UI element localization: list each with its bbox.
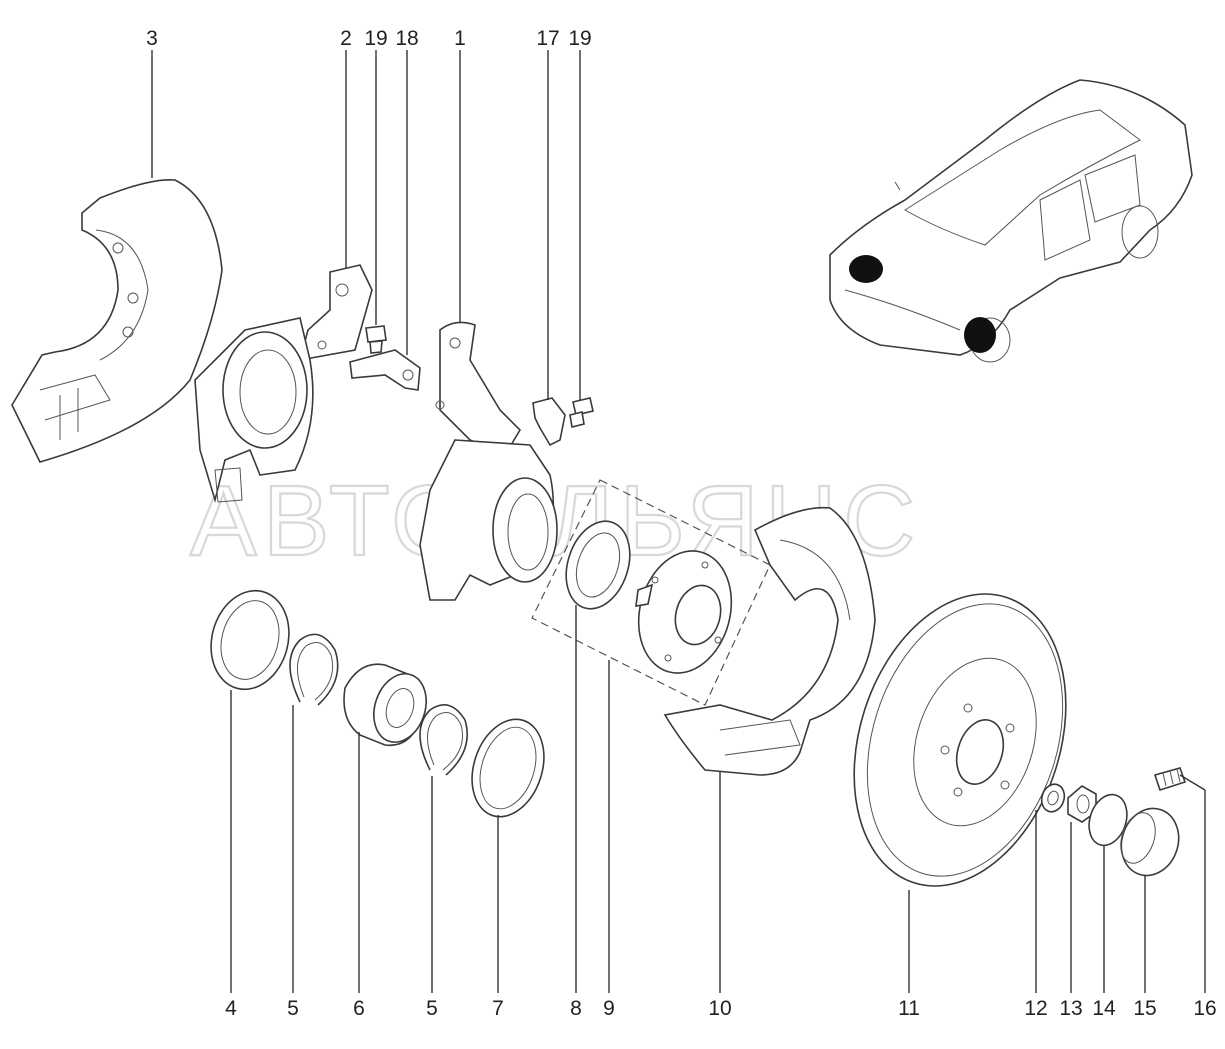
callout-17: 17 <box>536 27 559 50</box>
callout-15: 15 <box>1133 997 1156 1020</box>
callout-11: 11 <box>898 997 920 1020</box>
callout-12: 12 <box>1024 997 1047 1020</box>
callout-19-right: 19 <box>568 27 591 50</box>
front-left-marker <box>849 255 883 283</box>
part-17-bracket <box>532 397 566 447</box>
callout-16: 16 <box>1193 997 1216 1020</box>
callouts-bottom: 4 5 6 5 7 8 9 10 11 12 13 14 15 16 <box>225 997 1217 1020</box>
part-8-seal <box>565 520 631 610</box>
callout-6: 6 <box>353 997 365 1020</box>
callout-14: 14 <box>1092 997 1116 1020</box>
callout-2: 2 <box>340 27 352 50</box>
part-11-brake-disc <box>853 593 1067 887</box>
vehicle-location-inset <box>829 79 1193 363</box>
part-19-bolt-right <box>569 397 594 428</box>
callout-10: 10 <box>708 997 731 1020</box>
callout-9: 9 <box>603 997 615 1020</box>
part-18-bracket <box>349 349 421 391</box>
callouts-top: 3 2 19 18 1 17 19 <box>146 27 592 50</box>
callout-19-left: 19 <box>364 27 387 50</box>
callout-7: 7 <box>492 997 504 1020</box>
callout-8: 8 <box>570 997 582 1020</box>
part-6-wheel-bearing <box>343 663 427 747</box>
part-9-hub-assembly <box>531 479 771 706</box>
part-7-ring <box>471 718 545 818</box>
part-5-circlip-right <box>419 704 468 776</box>
part-4-seal-ring <box>210 589 290 691</box>
part-19-bolt-left <box>365 325 387 354</box>
front-right-marker <box>964 317 996 353</box>
part-12-washer <box>1040 783 1066 813</box>
callout-4: 4 <box>225 997 237 1020</box>
callout-5-left: 5 <box>287 997 299 1020</box>
callout-1: 1 <box>454 27 466 50</box>
part-14-o-ring <box>1088 793 1128 847</box>
callout-3: 3 <box>146 27 158 50</box>
callout-13: 13 <box>1059 997 1082 1020</box>
part-2-knuckle-left <box>194 264 373 504</box>
part-5-circlip-left <box>289 633 339 706</box>
leader-lines-bottom <box>230 605 1206 993</box>
part-10-brake-shield <box>663 506 876 776</box>
part-1-knuckle-right <box>419 321 558 601</box>
part-15-hub-cap <box>1120 807 1180 877</box>
callout-18: 18 <box>395 27 418 50</box>
leader-lines-top <box>151 50 581 400</box>
part-3-brake-shield <box>11 179 223 463</box>
callout-5-right: 5 <box>426 997 438 1020</box>
part-16-wheel-bolt <box>1153 767 1187 792</box>
